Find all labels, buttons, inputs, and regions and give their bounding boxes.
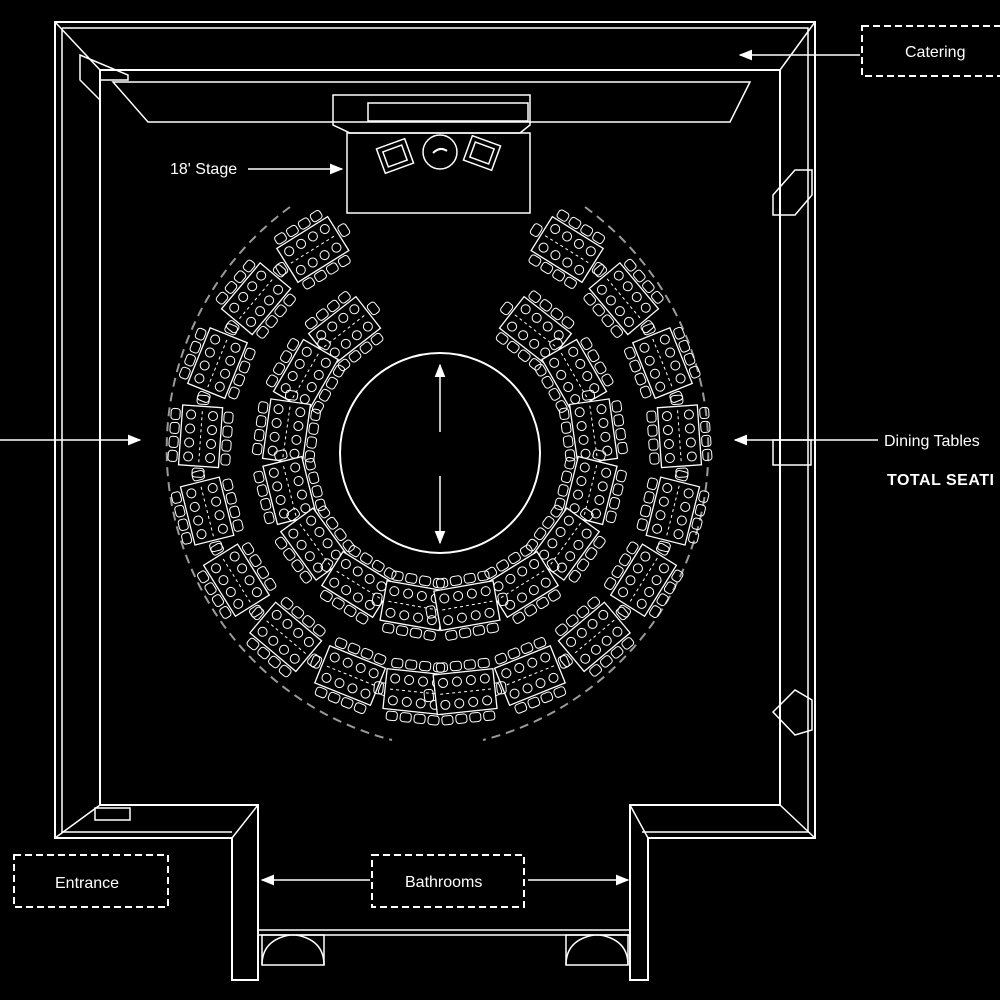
dining-table-left-outer-6 (246, 597, 326, 678)
dining-table-left-outer-8 (373, 657, 457, 726)
catering-label: Catering (905, 44, 965, 61)
dining-table-right-outer-7 (490, 637, 570, 714)
dining-table-left-inner-1 (266, 337, 346, 414)
stage (332, 94, 531, 214)
catering-counter (111, 81, 752, 123)
dining-table-right-inner-0 (495, 290, 575, 371)
dining-table-left-outer-2 (179, 323, 256, 403)
dining-tables-left (167, 210, 457, 726)
entrance-box (13, 854, 169, 908)
dance-floor (339, 352, 541, 554)
seating-boundary-left (165, 206, 393, 741)
dining-table-left-outer-7 (310, 637, 390, 714)
dining-table-left-inner-2 (251, 389, 321, 473)
catering-box (861, 25, 1000, 77)
stage-table (422, 134, 458, 170)
dining-table-right-outer-8 (423, 657, 507, 726)
entrance-label: Entrance (55, 875, 119, 892)
bathrooms-label-group: Bathrooms (260, 854, 630, 908)
dining-table-left-outer-1 (215, 259, 296, 339)
seating-boundary-right (482, 206, 710, 741)
dining-table-left-outer-4 (170, 469, 244, 553)
building-walls (54, 21, 816, 981)
dining-table-right-outer-3 (646, 394, 713, 478)
dining-table-left-outer-3 (167, 394, 234, 478)
entrance-label-group: Entrance (13, 854, 169, 908)
bathrooms-label: Bathrooms (405, 874, 482, 891)
stage-chair-right (462, 134, 502, 172)
dining-tables-label-group: Dining Tables TOTAL SEATI (0, 433, 994, 489)
dining-table-left-inner-3 (253, 449, 327, 532)
bathrooms-box (371, 854, 525, 908)
dining-tables-right (423, 209, 713, 726)
dining-table-right-outer-0 (528, 209, 606, 289)
dining-table-left-outer-0 (274, 210, 351, 290)
catering-label-group: Catering (738, 25, 1000, 77)
stage-chair-left (375, 137, 415, 175)
dining-table-right-outer-5 (604, 541, 684, 619)
dining-table-right-outer-2 (624, 323, 701, 403)
dining-table-right-outer-1 (583, 258, 664, 338)
dining-table-left-outer-5 (197, 542, 277, 619)
dining-tables-label: Dining Tables (884, 433, 980, 450)
dining-table-right-outer-4 (636, 469, 710, 553)
stage-label-group: 18' Stage (170, 161, 344, 178)
dining-table-right-inner-6 (425, 570, 509, 641)
stage-label: 18' Stage (170, 161, 237, 178)
total-seating-label: TOTAL SEATI (887, 472, 994, 489)
dining-table-right-outer-6 (555, 596, 635, 677)
